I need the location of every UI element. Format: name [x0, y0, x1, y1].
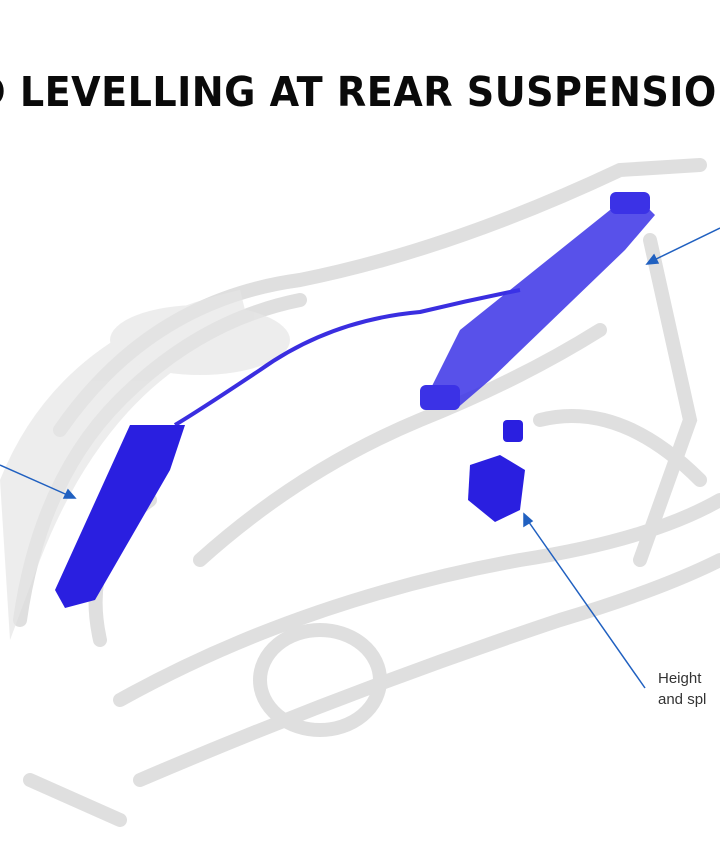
height-sensor — [468, 420, 525, 522]
frame-shading — [0, 290, 290, 640]
preload-adjuster — [55, 425, 185, 608]
label-line-1: Height — [658, 670, 702, 687]
height-sensor-label: Height and spl — [658, 668, 706, 710]
diagram-title: D LEVELLING AT REAR SUSPENSION — [0, 68, 720, 116]
arrows — [0, 227, 720, 689]
label-line-2: and spl — [658, 691, 707, 708]
shock-absorber — [420, 192, 655, 410]
hydraulic-line — [173, 288, 521, 427]
